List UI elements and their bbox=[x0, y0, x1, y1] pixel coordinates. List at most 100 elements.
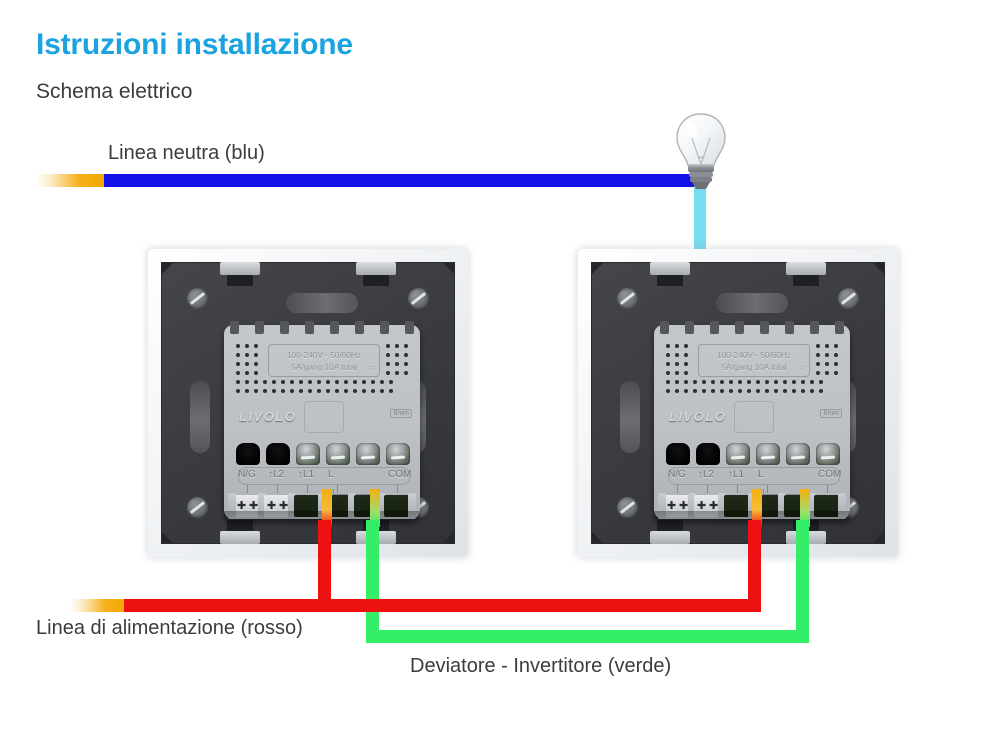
vent-dot bbox=[834, 344, 838, 348]
rating-line-2: 5A/gang 10A total bbox=[721, 361, 787, 372]
vent-dot bbox=[371, 380, 375, 384]
connector-rib bbox=[378, 493, 386, 519]
vent-dot bbox=[236, 371, 240, 375]
vent-dot bbox=[281, 380, 285, 384]
vent-fin bbox=[330, 321, 339, 334]
vent-dot bbox=[299, 380, 303, 384]
terminal-label: L bbox=[758, 469, 764, 480]
terminal-ng[interactable] bbox=[666, 443, 690, 465]
left-live-wire-tip bbox=[322, 489, 332, 527]
vent-dot bbox=[801, 380, 805, 384]
vent-dot bbox=[290, 389, 294, 393]
mounting-slot bbox=[190, 381, 210, 453]
mounting-tab bbox=[657, 275, 683, 286]
traveller-wire-green bbox=[366, 630, 809, 643]
connector-rib bbox=[658, 493, 666, 519]
terminal-tick bbox=[767, 485, 768, 493]
terminal-l1[interactable] bbox=[726, 443, 750, 465]
vent-dot bbox=[263, 389, 267, 393]
vent-dot bbox=[816, 371, 820, 375]
neutral-wire-label: Linea neutra (blu) bbox=[108, 142, 265, 164]
vent-dot bbox=[395, 362, 399, 366]
terminal-l1[interactable] bbox=[296, 443, 320, 465]
terminal-l[interactable] bbox=[756, 443, 780, 465]
vent-dot bbox=[254, 344, 258, 348]
vent-dot bbox=[386, 362, 390, 366]
terminal-screw bbox=[356, 443, 380, 465]
vent-dot bbox=[389, 380, 393, 384]
right-live-wire bbox=[748, 520, 761, 605]
vent-fin bbox=[760, 321, 769, 334]
terminal-ng[interactable] bbox=[236, 443, 260, 465]
vent-dot bbox=[290, 380, 294, 384]
vent-dot bbox=[362, 380, 366, 384]
switch-panel-right[interactable]: 100-240V~ 50/60Hz 5A/gang 10A total ☼ LI… bbox=[578, 249, 898, 557]
vent-dots bbox=[666, 380, 823, 393]
module-pad bbox=[304, 401, 344, 433]
vent-dot bbox=[810, 380, 814, 384]
panel-clip bbox=[220, 262, 260, 275]
vent-dot bbox=[335, 389, 339, 393]
terminal-blank[interactable] bbox=[786, 443, 810, 465]
terminal-tick bbox=[247, 485, 248, 493]
vent-dot bbox=[666, 344, 670, 348]
vent-dot bbox=[254, 371, 258, 375]
terminal-blank[interactable] bbox=[356, 443, 380, 465]
connector-block bbox=[264, 495, 292, 517]
connector-block bbox=[724, 495, 752, 517]
plate-corner bbox=[162, 263, 173, 274]
vent-fin bbox=[835, 321, 844, 334]
terminal-tick bbox=[707, 485, 708, 493]
vent-dot bbox=[308, 380, 312, 384]
vent-dot bbox=[254, 380, 258, 384]
switch-panel-left[interactable]: 100-240V~ 50/60Hz 5A/gang 10A total ☼ LI… bbox=[148, 249, 468, 557]
connector-rib bbox=[228, 493, 236, 519]
vent-dot bbox=[729, 389, 733, 393]
panel-clip bbox=[220, 531, 260, 544]
traveller-wire-label: Deviatore - Invertitore (verde) bbox=[410, 655, 672, 677]
vent-dot bbox=[263, 380, 267, 384]
vent-dot bbox=[386, 353, 390, 357]
connector-rib bbox=[808, 493, 816, 519]
vent-dot bbox=[747, 389, 751, 393]
neutral-wire-tip bbox=[36, 174, 106, 187]
terminal-l[interactable] bbox=[326, 443, 350, 465]
mounting-screw bbox=[617, 497, 638, 518]
strip-length-mark: 6mm bbox=[390, 409, 412, 418]
mounting-tab bbox=[657, 520, 683, 531]
vent-dot bbox=[693, 380, 697, 384]
terminal-label: ↑L1 bbox=[298, 469, 315, 480]
right-traveller-wire bbox=[796, 520, 809, 638]
light-bulb-icon bbox=[676, 113, 726, 189]
vent-fin bbox=[280, 321, 289, 334]
terminal-screw bbox=[756, 443, 780, 465]
vent-dot bbox=[245, 380, 249, 384]
panel-clip bbox=[650, 531, 690, 544]
connector-rib bbox=[838, 493, 846, 519]
left-live-wire bbox=[318, 520, 331, 605]
vent-dot bbox=[834, 353, 838, 357]
terminal-label: N/G bbox=[238, 469, 256, 480]
vent-dot bbox=[389, 389, 393, 393]
panel-backplate: 100-240V~ 50/60Hz 5A/gang 10A total ☼ LI… bbox=[591, 262, 885, 544]
vent-dot bbox=[344, 380, 348, 384]
vent-dot bbox=[675, 353, 679, 357]
vent-dot bbox=[281, 389, 285, 393]
terminal-l2[interactable] bbox=[696, 443, 720, 465]
vent-dot bbox=[684, 389, 688, 393]
terminal-label-box bbox=[238, 467, 410, 485]
panel-clip bbox=[786, 262, 826, 275]
terminal-tick bbox=[337, 485, 338, 493]
terminal-screw bbox=[816, 443, 840, 465]
vent-dot bbox=[245, 344, 249, 348]
vent-dot bbox=[666, 389, 670, 393]
terminal-com[interactable] bbox=[386, 443, 410, 465]
vent-dot bbox=[783, 380, 787, 384]
vent-dot bbox=[404, 353, 408, 357]
connector-rib bbox=[258, 493, 266, 519]
vent-dot bbox=[747, 380, 751, 384]
terminal-l2[interactable] bbox=[266, 443, 290, 465]
terminal-com[interactable] bbox=[816, 443, 840, 465]
